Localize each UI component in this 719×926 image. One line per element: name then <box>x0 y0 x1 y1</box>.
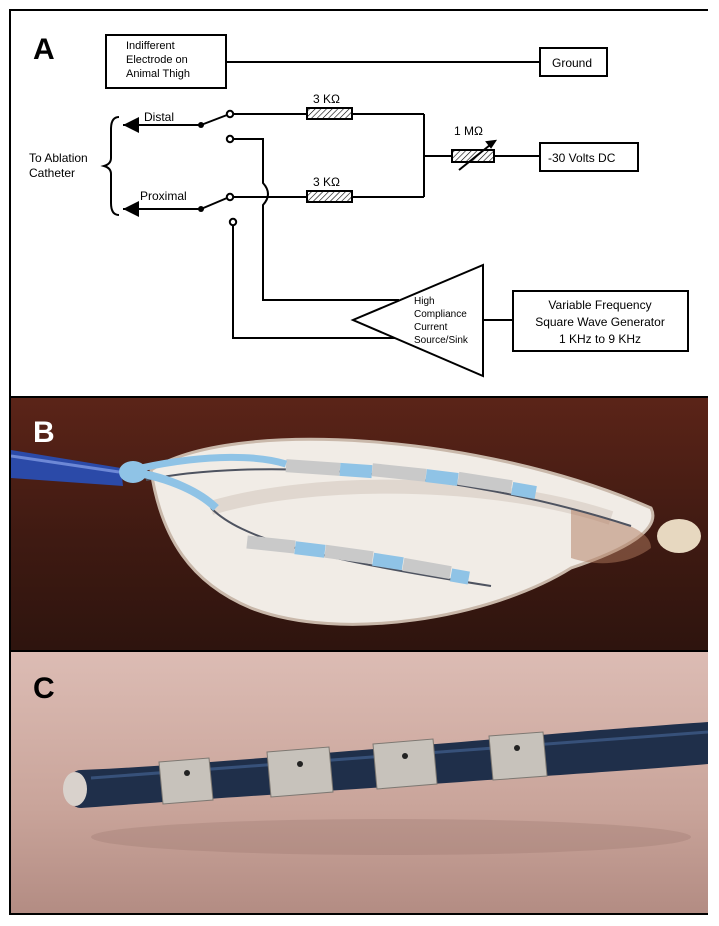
resistor-top-label: 3 KΩ <box>313 92 340 106</box>
linear-catheter-illustration <box>63 722 708 855</box>
panel-c-letter: C <box>33 672 55 705</box>
proximal-label: Proximal <box>140 189 187 203</box>
electrode-label-2: Electrode on <box>126 54 188 66</box>
catheter-label-2: Catheter <box>29 166 75 180</box>
source-label-3: Current <box>414 322 448 333</box>
circuit-svg: Indifferent Electrode on Animal Thigh Gr… <box>29 34 689 378</box>
generator-label-2: Square Wave Generator <box>535 315 665 329</box>
resistor-top <box>306 107 353 120</box>
variable-resistor <box>451 149 495 163</box>
panel-c-linear-catheter-photo: C <box>11 652 708 913</box>
generator-label-3: 1 KHz to 9 KHz <box>559 332 641 346</box>
panel-a-circuit-diagram: A <box>11 11 708 396</box>
ground-label: Ground <box>552 56 592 70</box>
resistor-bottom-label: 3 KΩ <box>313 175 340 189</box>
voltage-label: -30 Volts DC <box>548 151 616 165</box>
electrode-label-1: Indifferent <box>126 40 175 52</box>
generator-box <box>512 290 689 352</box>
generator-label-1: Variable Frequency <box>548 298 651 312</box>
electrode-label-3: Animal Thigh <box>126 68 190 80</box>
ground-box <box>539 47 608 77</box>
current-source-triangle <box>350 263 484 378</box>
resistor-bottom <box>306 190 353 203</box>
voltage-box <box>539 142 639 172</box>
panel-a-letter: A <box>33 33 55 66</box>
source-label-1: High <box>414 296 435 307</box>
basket-catheter-illustration <box>11 437 701 626</box>
panel-b-basket-catheter-photo: B <box>11 396 708 652</box>
source-label-2: Compliance <box>414 309 467 320</box>
source-label-4: Source/Sink <box>414 335 469 346</box>
catheter-label-1: To Ablation <box>29 151 88 165</box>
distal-label: Distal <box>144 110 174 124</box>
panel-b-letter: B <box>33 416 55 449</box>
variable-resistor-label: 1 MΩ <box>454 124 483 138</box>
